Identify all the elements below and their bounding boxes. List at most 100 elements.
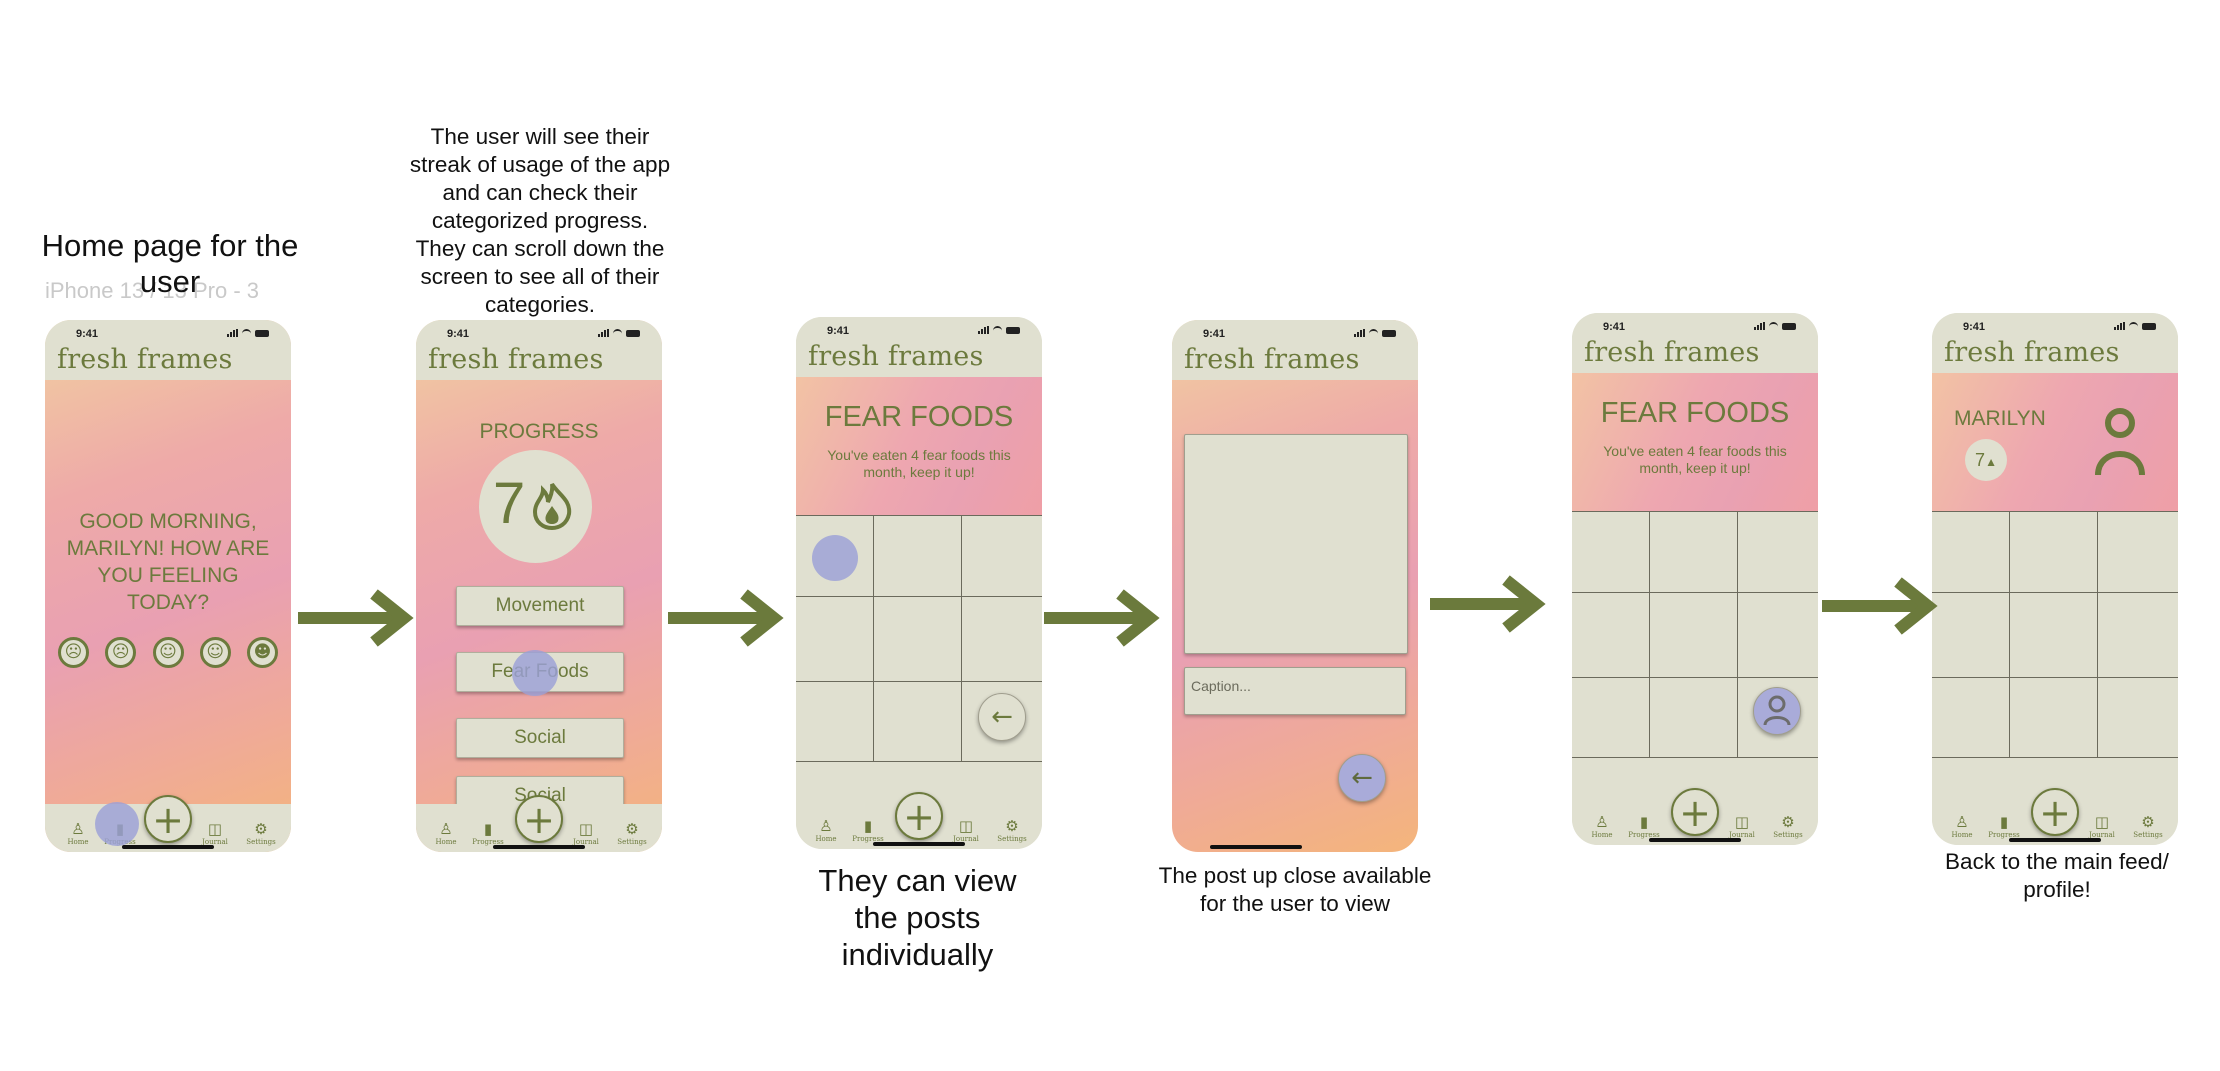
nav-progress[interactable]: ▮Progress [1984,814,2024,839]
nav-journal[interactable]: ◫Journal [2082,814,2122,839]
greeting-text: GOOD MORNING, MARILYN! HOW ARE YOU FEELI… [66,510,270,614]
add-post-button[interactable]: + [2031,788,2079,836]
app-brand: fresh frames [1944,337,2120,368]
nav-progress[interactable]: ▮Progress [468,821,508,846]
phone-progress: 9:41 fresh frames PROGRESS 7 Movement Fe… [416,320,662,852]
annotation-close-up: The post up close available for the user… [1158,863,1432,916]
gear-icon: ⚙ [2141,813,2155,831]
nav-home[interactable]: ♙Home [1582,814,1622,839]
signal-icon [227,329,238,337]
profile-name: MARILYN [1954,407,2046,430]
signal-icon [1354,329,1365,337]
mood-selector: ☹ ☹ ☺ ☺ ☻ [58,637,278,668]
frame-label-ghost: iPhone 13 / 13 Pro - 3 [45,278,260,303]
annotation-progress: The user will see their streak of usage … [409,124,671,317]
nav-home[interactable]: ♙Home [1942,814,1982,839]
post-image [1184,434,1408,654]
bar-chart-icon: ▮ [1999,813,2009,831]
progress-title: PROGRESS [479,420,599,443]
app-brand: fresh frames [808,341,984,372]
phone-post-close-up: 9:41 fresh frames Caption... ← [1172,320,1418,852]
caption-field[interactable]: Caption... [1184,667,1406,715]
nav-settings[interactable]: ⚙Settings [241,821,281,846]
gear-icon: ⚙ [1005,817,1019,835]
person-icon: ♙ [1955,813,1969,831]
mood-very-sad-icon[interactable]: ☹ [58,637,89,668]
status-time: 9:41 [1963,321,1986,333]
wifi-icon [993,326,1002,334]
person-icon: ♙ [819,817,833,835]
wifi-icon [1369,329,1378,337]
touch-indicator [512,650,558,696]
book-icon: ◫ [578,820,594,838]
nav-settings[interactable]: ⚙Settings [992,818,1032,843]
post-grid [796,515,1042,762]
nav-settings[interactable]: ⚙Settings [612,821,652,846]
battery-icon [255,329,269,337]
phone-profile: 9:41 fresh frames MARILYN 7▲ ♙Home ▮Prog… [1932,313,2178,845]
status-bar: 9:41 [1932,313,2178,335]
nav-progress[interactable]: ▮Progress [1624,814,1664,839]
wifi-icon [613,329,622,337]
bar-chart-icon: ▮ [483,820,493,838]
bar-chart-icon: ▮ [1639,813,1649,831]
streak-count: 7 [493,471,526,536]
flow-arrow-4 [1430,575,1546,633]
flow-arrow-2 [668,589,784,647]
streak-badge: 7 [479,450,592,563]
add-post-button[interactable]: + [515,795,563,843]
battery-icon [1006,326,1020,334]
mood-happy-icon[interactable]: ☺ [199,637,231,668]
profile-button[interactable] [1753,687,1801,735]
nav-settings[interactable]: ⚙Settings [1768,814,1808,839]
category-movement-button[interactable]: Movement [456,586,624,626]
nav-home[interactable]: ♙Home [58,821,98,846]
nav-progress[interactable]: ▮Progress [848,818,888,843]
back-button[interactable]: ← [1338,754,1386,802]
home-indicator [122,845,214,849]
book-icon: ◫ [207,820,223,838]
wifi-icon [2129,322,2138,330]
add-post-button[interactable]: + [1671,788,1719,836]
nav-journal[interactable]: ◫Journal [1722,814,1762,839]
nav-home[interactable]: ♙Home [806,818,846,843]
mood-sad-icon[interactable]: ☹ [105,637,137,668]
gear-icon: ⚙ [625,820,639,838]
status-bar: 9:41 [1572,313,1818,335]
add-post-button[interactable]: + [895,792,943,840]
back-button[interactable]: ← [978,693,1026,741]
nav-journal[interactable]: ◫Journal [195,821,235,846]
annotation-posts: They can view the posts individually [818,863,1017,972]
book-icon: ◫ [2094,813,2110,831]
flame-icon: ▲ [1985,455,1997,469]
home-indicator [2009,838,2101,842]
mood-neutral-icon[interactable]: ☺ [152,637,184,668]
add-post-button[interactable]: + [144,795,192,843]
nav-settings[interactable]: ⚙Settings [2128,814,2168,839]
gear-icon: ⚙ [1781,813,1795,831]
nav-home[interactable]: ♙Home [426,821,466,846]
status-bar: 9:41 [416,320,662,342]
category-header [796,377,1042,515]
profile-streak-badge: 7▲ [1965,439,2007,481]
app-brand: fresh frames [428,344,604,375]
app-brand: fresh frames [1584,337,1760,368]
bar-chart-icon: ▮ [863,817,873,835]
mood-very-happy-icon[interactable]: ☻ [247,637,278,668]
battery-icon [1382,329,1396,337]
flow-arrow-5 [1822,577,1938,635]
category-social-button[interactable]: Social [456,718,624,758]
nav-journal[interactable]: ◫Journal [946,818,986,843]
flow-arrow-3 [1044,589,1160,647]
status-time: 9:41 [76,328,99,340]
phone-fear-foods-grid: 9:41 fresh frames FEAR FOODS You've eate… [796,317,1042,849]
battery-icon [1782,322,1796,330]
status-bar: 9:41 [45,320,291,342]
signal-icon [598,329,609,337]
annotation-back: Back to the main feed/ profile! [1945,849,2169,902]
home-indicator [873,842,965,846]
home-indicator [493,845,585,849]
category-subtitle: You've eaten 4 fear foods this month, ke… [1603,443,1787,476]
nav-journal[interactable]: ◫Journal [566,821,606,846]
status-time: 9:41 [1203,328,1226,340]
